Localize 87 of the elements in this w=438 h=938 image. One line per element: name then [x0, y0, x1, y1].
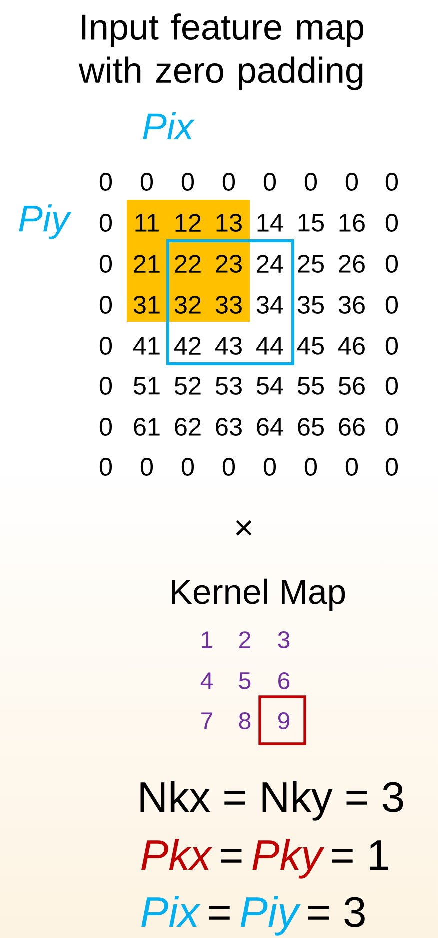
- grid-number: 0: [264, 458, 276, 476]
- grid-number: 0: [222, 458, 236, 476]
- grid-number: 62: [175, 418, 201, 436]
- grid-number: 14: [258, 214, 284, 232]
- grid-number: 0: [100, 458, 112, 476]
- grid-number: 26: [339, 255, 365, 273]
- grid-number: 0: [182, 458, 194, 476]
- variable: Pix: [142, 896, 201, 927]
- grid-number: 0: [386, 377, 398, 395]
- grid-number: 0: [140, 458, 154, 476]
- grid-number: 42: [174, 337, 201, 355]
- grid-number: 0: [304, 173, 318, 191]
- kernel-number: 7: [202, 712, 212, 730]
- grid-number: 0: [346, 458, 358, 476]
- grid-number: 0: [386, 255, 398, 273]
- grid-number: 33: [216, 296, 242, 314]
- grid-number: 53: [216, 377, 242, 395]
- grid-number: 41: [134, 337, 160, 355]
- grid-number: 63: [216, 418, 242, 436]
- kernel-number: 9: [278, 712, 290, 730]
- grid-number: 25: [298, 255, 324, 273]
- grid-number: 45: [298, 337, 324, 355]
- title: Input feature map with zero padding: [78, 14, 364, 90]
- grid-number: 46: [338, 337, 365, 355]
- grid-number: 43: [216, 337, 242, 355]
- grid-number: 0: [386, 214, 398, 232]
- grid-number: 13: [216, 214, 242, 232]
- grid-number: 64: [257, 418, 284, 436]
- grid-number: 36: [338, 296, 365, 314]
- grid-number: 32: [174, 296, 201, 314]
- multiply-sign: ×: [236, 520, 252, 536]
- grid-number: 21: [134, 255, 160, 273]
- grid-number: 0: [100, 418, 112, 436]
- kernel-number: 5: [239, 672, 251, 690]
- grid-number: 24: [257, 255, 284, 273]
- axis-label: Pix: [143, 112, 196, 140]
- equation-part: = 3: [308, 897, 365, 928]
- grid-number: 55: [298, 377, 324, 395]
- grid-number: 0: [386, 418, 398, 436]
- grid-number: 11: [136, 214, 159, 232]
- grid-number: 0: [100, 337, 112, 355]
- grid-number: 0: [100, 214, 112, 232]
- equation-part: =: [209, 906, 230, 920]
- grid-number: 34: [256, 296, 284, 314]
- grid-number: 65: [298, 418, 324, 436]
- grid-number: 51: [134, 377, 160, 395]
- kernel-number: 2: [240, 632, 250, 648]
- grid-number: 0: [100, 173, 112, 191]
- grid-number: 0: [100, 377, 112, 395]
- grid-number: 61: [134, 418, 160, 436]
- grid-number: 54: [256, 377, 284, 395]
- kernel-number: 3: [278, 632, 290, 648]
- equation-part: =: [221, 849, 242, 863]
- grid-number: 0: [140, 173, 154, 191]
- grid-number: 0: [346, 173, 358, 191]
- grid-number: 35: [298, 296, 324, 314]
- grid-number: 44: [256, 337, 284, 355]
- grid-number: 15: [298, 214, 324, 232]
- kernel-number: 8: [239, 712, 251, 730]
- grid-number: 31: [134, 296, 160, 314]
- formula: Nkx = Nky = 3: [140, 781, 404, 821]
- grid-number: 0: [386, 337, 398, 355]
- variable: Pkx: [142, 839, 213, 870]
- grid-number: 56: [338, 377, 365, 395]
- kernel-number: 1: [202, 632, 212, 648]
- grid-number: 0: [222, 173, 236, 191]
- grid-number: 52: [174, 377, 201, 395]
- heading: Kernel Map: [172, 578, 346, 612]
- equation-part: = 1: [332, 840, 388, 870]
- grid-number: 0: [264, 173, 276, 191]
- grid-number: 0: [386, 173, 398, 191]
- grid-number: 0: [182, 173, 194, 191]
- grid-number: 22: [175, 255, 201, 273]
- kernel-number: 4: [200, 672, 213, 690]
- kernel-number: 6: [278, 672, 290, 690]
- variable: Pky: [252, 839, 325, 879]
- grid-number: 66: [339, 418, 365, 436]
- grid-number: 0: [304, 458, 318, 476]
- grid-number: 0: [100, 296, 112, 314]
- grid-number: 0: [386, 458, 398, 476]
- grid-number: 16: [340, 214, 365, 232]
- grid-number: 12: [176, 214, 201, 232]
- axis-label: Piy: [19, 204, 72, 240]
- variable: Piy: [240, 896, 301, 936]
- grid-number: 23: [216, 255, 242, 273]
- grid-number: 0: [100, 255, 112, 273]
- grid-number: 0: [386, 296, 398, 314]
